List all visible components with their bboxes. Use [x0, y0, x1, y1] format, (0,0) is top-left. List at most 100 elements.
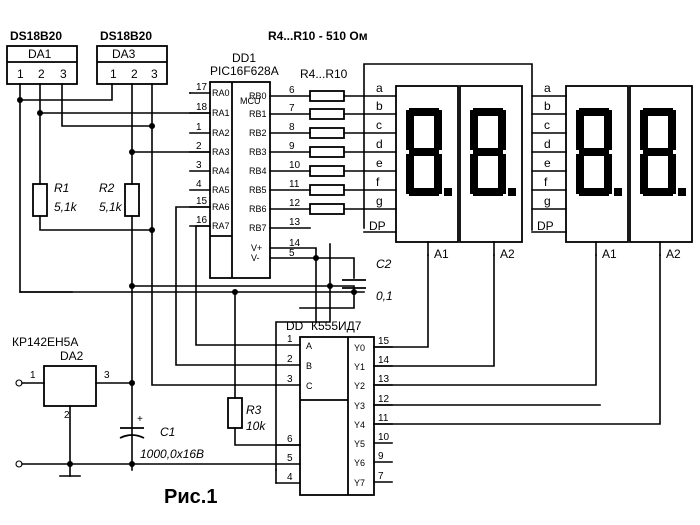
- decoder-extra-pin-num: 5: [287, 453, 293, 464]
- mcu-right-pin-name: RB5: [249, 185, 267, 195]
- junction-dot: [129, 149, 135, 155]
- junction-dot: [327, 283, 333, 289]
- decoder-output-name: Y5: [354, 439, 365, 449]
- mcu-right-pin-name: RB1: [249, 109, 267, 119]
- mcu-right-pin-num: 8: [289, 122, 295, 133]
- anode-label: A2: [500, 247, 515, 261]
- seven-segment-digit: [459, 85, 523, 243]
- segment-label-left: a: [376, 81, 383, 95]
- sensor-da1-pin2: 2: [38, 67, 45, 81]
- decoder-output-num: 10: [378, 432, 390, 443]
- mcu-right-pin-name: RB0: [249, 91, 267, 101]
- mcu-ref: DD1: [232, 51, 256, 65]
- mcu-right-pin-num: 11: [289, 179, 300, 190]
- segment-label-right: f: [544, 175, 548, 189]
- mcu-right-pin-num: 12: [289, 198, 301, 209]
- input-terminal-icon: [15, 379, 23, 387]
- sensor-da3: DA3 1 2 3: [96, 45, 168, 85]
- mcu-left-pin-num: 3: [196, 160, 202, 171]
- resistor-r2: R2 5,1k: [99, 151, 140, 471]
- decoder-output-name: Y1: [354, 362, 365, 372]
- segment-label-left: g: [376, 194, 383, 208]
- seven-segment-digit: [629, 85, 693, 243]
- mcu-type: PIC16F628A: [210, 64, 279, 78]
- seven-segment-digit: [395, 85, 459, 243]
- mcu-power-pin-name: V-: [251, 253, 260, 263]
- decoder-output-name: Y7: [354, 478, 365, 488]
- junction-dot: [129, 283, 135, 289]
- decoder-output-num: 14: [378, 355, 390, 366]
- segment-label-left: e: [376, 156, 383, 170]
- sensor-da3-pin1: 1: [110, 67, 117, 81]
- dp-label-right: DP: [537, 219, 554, 233]
- decoder-extra-pin-num: 4: [287, 472, 293, 483]
- mcu-left-pin-num: 2: [196, 141, 202, 152]
- mcu-left-pin-num: 1: [196, 122, 202, 133]
- decoder-output-num: 7: [378, 471, 384, 482]
- segment-resistor: [309, 184, 345, 196]
- sensor-da1-pin3: 3: [60, 67, 67, 81]
- seven-segment-displays: [395, 85, 693, 243]
- junction-dot: [129, 461, 135, 467]
- sensor-da1-ref: DA1: [28, 47, 52, 61]
- resistor-r1: R1 5,1k: [32, 112, 153, 231]
- segment-bus: [363, 63, 533, 231]
- segment-label-right: a: [544, 81, 551, 95]
- figure-caption: Рис.1: [164, 486, 217, 508]
- segment-resistor: [309, 165, 345, 177]
- junction-dot: [17, 97, 23, 103]
- junction-dot: [351, 289, 357, 295]
- r1-value: 5,1k: [54, 200, 78, 214]
- junction-dot: [129, 380, 135, 386]
- capacitor-c2: C2 0,1: [342, 257, 393, 303]
- regulator-pin1: 1: [30, 370, 36, 381]
- sensor-da1-pin1: 1: [17, 67, 24, 81]
- mcu-right-pin-num: 13: [289, 217, 301, 228]
- segment-resistor: [309, 146, 345, 158]
- decoder-ref: DD: [286, 319, 304, 333]
- decoder-output-num: 9: [378, 451, 384, 462]
- mcu-core-label: MCU: [240, 96, 261, 106]
- mcu-left-pin-name: RA6: [212, 202, 230, 212]
- mcu-left-pin-name: RA3: [212, 147, 230, 157]
- regulator-type: КР142ЕН5А: [12, 335, 78, 349]
- segment-label-left: f: [376, 175, 380, 189]
- r1-ref: R1: [54, 181, 69, 195]
- r2-value: 5,1k: [99, 200, 123, 214]
- mcu-right-pin-name: RB2: [249, 128, 267, 138]
- junction-dot: [313, 255, 319, 261]
- segment-label-left: b: [376, 99, 383, 113]
- mcu-right-pin-num: 7: [289, 103, 295, 114]
- segment-label-right: b: [544, 99, 551, 113]
- mcu-left-pin-name: RA1: [212, 108, 230, 118]
- dp-label-left: DP: [369, 219, 386, 233]
- r3-ref: R3: [246, 403, 262, 417]
- ground-terminal-icon: [15, 460, 23, 468]
- segment-label-right: e: [544, 156, 551, 170]
- mcu-left-pin-num: 4: [196, 179, 202, 190]
- decoder-input-name: B: [306, 361, 312, 371]
- decoder-output-name: Y2: [354, 381, 365, 391]
- mcu-left-pin-name: RA7: [212, 221, 230, 231]
- segment-label-right: g: [544, 194, 551, 208]
- junction-dot: [37, 110, 43, 116]
- c2-ref: C2: [376, 257, 392, 271]
- mcu-right-pin-name: RB7: [249, 223, 267, 233]
- decoder-output-name: Y4: [354, 420, 365, 430]
- segment-label-left: c: [376, 118, 382, 132]
- sensor-da3-pin2: 2: [131, 67, 138, 81]
- segment-resistor: [309, 90, 345, 102]
- regulator-da2: КР142ЕН5А DA2 1 2 3: [12, 335, 277, 477]
- mcu-right-pin-num: 6: [289, 85, 295, 96]
- decoder-input-name: C: [306, 381, 313, 391]
- mcu-left-pin-num: 15: [196, 196, 208, 207]
- mcu-right-pin-num: 9: [289, 141, 295, 152]
- mcu-right-pin-num: 10: [289, 160, 301, 171]
- junction-dot: [67, 461, 73, 467]
- mcu-left-pin-name: RA0: [212, 88, 230, 98]
